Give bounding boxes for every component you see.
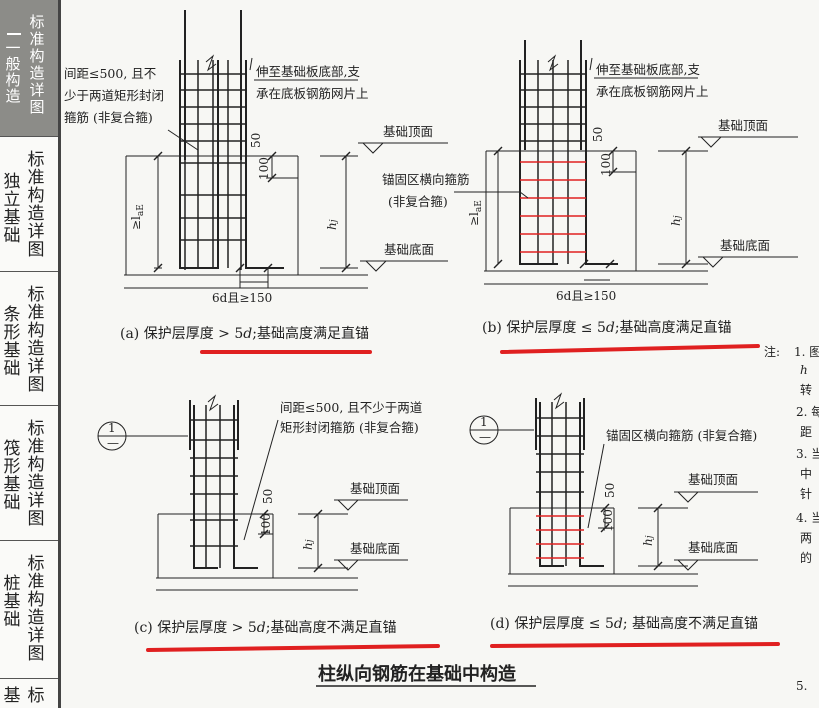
callout-number: 1 bbox=[480, 415, 488, 429]
tab-general-construction[interactable]: 一般构造 标准构造详图 bbox=[0, 0, 58, 137]
label-foundation-bottom: 基础底面 bbox=[688, 540, 738, 555]
note-item: 5. bbox=[796, 679, 807, 693]
callout-number: 1 bbox=[108, 421, 116, 435]
tab-isolated-foundation[interactable]: 独立基础 标准构造详图 bbox=[0, 137, 58, 272]
diagram-d: 1 — 锚固区横向箍筋 (非复合箍) 50 100 hj 基础顶面 基础底面 (… bbox=[469, 392, 780, 648]
page-title: 柱纵向钢筋在基础中构造 bbox=[318, 663, 516, 685]
note-extend-line1: 伸至基础板底部,支 bbox=[256, 64, 360, 79]
bottom-dim: 6d且≥150 bbox=[212, 291, 272, 305]
caption-d: (d) 保护层厚度 ≤ 5d; 基础高度不满足直锚 bbox=[490, 615, 758, 632]
label-foundation-top: 基础顶面 bbox=[688, 472, 738, 487]
note-item: 3. 当 bbox=[796, 447, 819, 461]
tab-label-right: 标准构造详图 bbox=[29, 13, 45, 116]
tab-label-left: 一般构造 bbox=[5, 39, 21, 105]
notes-prefix: 注: bbox=[764, 344, 780, 359]
note-item: 两 bbox=[800, 531, 812, 545]
underline-d bbox=[490, 642, 780, 648]
tab-divider bbox=[7, 33, 21, 35]
note-extend-line2: 承在底板钢筋网片上 bbox=[256, 86, 369, 101]
note-item: 的 bbox=[800, 550, 812, 565]
notes-column: 注: 1. 图 h 转 2. 每 距 3. 当 中 针 4. 当 两 的 5. bbox=[764, 344, 819, 693]
caption-a: (a) 保护层厚度 > 5d;基础高度满足直锚 bbox=[120, 325, 369, 342]
lae-label: ≥laE bbox=[467, 200, 484, 226]
label-foundation-bottom: 基础底面 bbox=[384, 242, 434, 257]
dim-100: 100 bbox=[601, 509, 615, 532]
note-item: 2. 每 bbox=[796, 404, 819, 419]
note-item: 针 bbox=[800, 486, 812, 501]
tab-strip-foundation[interactable]: 条形基础 标准构造详图 bbox=[0, 272, 58, 406]
callout-sheet: — bbox=[107, 436, 119, 450]
note-spacing-line2: 少于两道矩形封闭 bbox=[64, 88, 164, 103]
label-foundation-top: 基础顶面 bbox=[718, 118, 768, 133]
underline-c bbox=[146, 644, 440, 652]
bottom-dim: 6d且≥150 bbox=[556, 289, 616, 303]
hj-label: hj bbox=[641, 535, 655, 546]
dim-100: 100 bbox=[259, 513, 273, 536]
note-item: 转 bbox=[800, 382, 812, 397]
note-item: 4. 当 bbox=[796, 511, 819, 525]
tab-pile-foundation[interactable]: 桩基础 标准构造详图 bbox=[0, 541, 58, 679]
hj-label: hj bbox=[669, 215, 683, 226]
note-anchor-line1: 锚固区横向箍筋 bbox=[382, 172, 470, 187]
hj-label: hj bbox=[301, 539, 315, 550]
tab-label-left: 筏形基础 bbox=[3, 439, 21, 513]
diagram-b: 伸至基础板底部,支 承在底板钢筋网片上 锚固区横向箍筋 (非复合箍) 50 10… bbox=[382, 40, 798, 354]
tab-label-left: 独立基础 bbox=[3, 172, 21, 246]
drawing-sheet: 间距≤500, 且不 少于两道矩形封闭 箍筋 (非复合箍) 伸至基础板底部,支 … bbox=[64, 10, 819, 693]
dim-50: 50 bbox=[603, 483, 617, 498]
tab-label-right: 标准构造详图 bbox=[27, 419, 45, 529]
note-item: 中 bbox=[800, 466, 812, 481]
dim-50: 50 bbox=[249, 133, 263, 148]
underline-b bbox=[500, 344, 760, 354]
tab-label-right: 标准构造详图 bbox=[27, 554, 45, 664]
dim-50: 50 bbox=[591, 127, 605, 142]
note-extend-line2: 承在底板钢筋网片上 bbox=[596, 84, 709, 99]
label-foundation-bottom: 基础底面 bbox=[720, 238, 770, 253]
tab-label-left: 桩基础 bbox=[3, 574, 21, 630]
dim-50: 50 bbox=[261, 489, 275, 504]
caption-b: (b) 保护层厚度 ≤ 5d;基础高度满足直锚 bbox=[482, 319, 732, 336]
dim-100: 100 bbox=[257, 157, 271, 180]
note-extend-line1: 伸至基础板底部,支 bbox=[596, 62, 700, 77]
label-foundation-bottom: 基础底面 bbox=[350, 541, 400, 556]
note-spacing-line1: 间距≤500, 且不 bbox=[64, 66, 156, 81]
lae-label: ≥laE bbox=[129, 204, 146, 230]
note-spacing-line2: 矩形封闭箍筋 (非复合箍) bbox=[280, 420, 419, 435]
dim-100: 100 bbox=[599, 153, 613, 176]
tab-label-right: 标准构造详图 bbox=[27, 285, 45, 395]
note-spacing-line3: 箍筋 (非复合箍) bbox=[64, 110, 153, 125]
callout-sheet: — bbox=[479, 430, 491, 444]
note-item: h bbox=[800, 363, 808, 377]
tab-label-right: 标 bbox=[27, 686, 45, 706]
tab-label-right: 标准构造详图 bbox=[27, 150, 45, 260]
diagram-a: 间距≤500, 且不 少于两道矩形封闭 箍筋 (非复合箍) 伸至基础板底部,支 … bbox=[64, 10, 448, 354]
tab-partial[interactable]: 基 标 bbox=[0, 679, 58, 708]
note-anchor: 锚固区横向箍筋 (非复合箍) bbox=[606, 428, 757, 443]
note-spacing-line1: 间距≤500, 且不少于两道 bbox=[280, 400, 423, 415]
sidebar-tabs: 一般构造 标准构造详图 独立基础 标准构造详图 条形基础 标准构造详图 筏形基础… bbox=[0, 0, 61, 708]
note-item: 1. 图 bbox=[794, 345, 819, 359]
caption-c: (c) 保护层厚度 > 5d;基础高度不满足直锚 bbox=[134, 619, 396, 636]
note-anchor-line2: (非复合箍) bbox=[388, 194, 448, 209]
tab-raft-foundation[interactable]: 筏形基础 标准构造详图 bbox=[0, 406, 58, 541]
tab-label-left: 基 bbox=[3, 686, 21, 706]
label-foundation-top: 基础顶面 bbox=[383, 124, 433, 139]
hj-label: hj bbox=[325, 219, 339, 230]
tab-label-left: 条形基础 bbox=[3, 305, 21, 379]
note-item: 距 bbox=[800, 425, 812, 439]
diagram-c: 1 — 间距≤500, 且不少于两道 矩形封闭箍筋 (非复合箍) 50 100 … bbox=[97, 394, 440, 652]
label-foundation-top: 基础顶面 bbox=[350, 481, 400, 496]
